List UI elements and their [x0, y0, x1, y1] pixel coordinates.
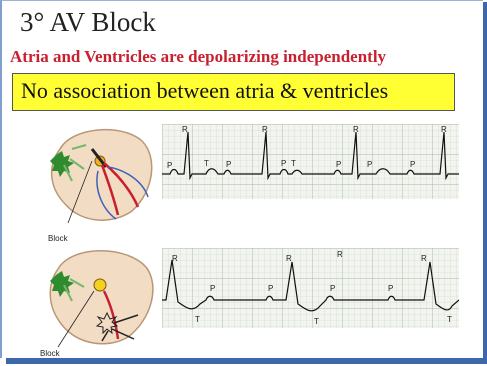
wave-label-r: R — [441, 125, 447, 134]
wave-label-p: P — [281, 159, 286, 168]
av-node-icon — [94, 279, 106, 291]
ecg-strip-bottom — [162, 248, 459, 328]
wave-label-p: P — [336, 160, 341, 169]
wave-label-r: R — [421, 254, 427, 263]
slide-frame-shadow-bottom — [6, 358, 487, 364]
highlight-box: No association between atria & ventricle… — [12, 73, 455, 111]
wave-label-p: P — [167, 161, 172, 170]
highlight-text: No association between atria & ventricle… — [21, 77, 388, 105]
wave-label-r: R — [262, 125, 268, 134]
wave-label-p: P — [226, 160, 231, 169]
wave-label-t: T — [195, 315, 200, 324]
wave-label-t: T — [447, 315, 452, 324]
wave-label-t: T — [291, 159, 296, 168]
slide-frame-shadow-right — [483, 2, 487, 362]
heart-diagram-bottom — [42, 241, 162, 351]
wave-label-p: P — [388, 284, 393, 293]
slide-title: 3° AV Block — [20, 7, 156, 37]
wave-label-p: P — [410, 160, 415, 169]
wave-label-t: T — [314, 317, 319, 326]
slide: 3° AV Block Atria and Ventricles are dep… — [0, 0, 483, 358]
wave-label-r: R — [182, 125, 188, 134]
heart-diagram-top — [42, 119, 162, 229]
wave-label-p: P — [210, 284, 215, 293]
wave-label-t: T — [204, 159, 209, 168]
wave-label-r: R — [353, 125, 359, 134]
wave-label-r: R — [172, 254, 178, 263]
slide-subtitle: Atria and Ventricles are depolarizing in… — [10, 47, 386, 67]
wave-label-p: P — [367, 160, 372, 169]
heart-outline — [50, 251, 153, 344]
wave-label-p: P — [330, 284, 335, 293]
wave-label-r: R — [286, 254, 292, 263]
block-label-bottom: Block — [40, 349, 60, 358]
wave-label-r: R — [337, 250, 343, 259]
wave-label-p: P — [268, 284, 273, 293]
